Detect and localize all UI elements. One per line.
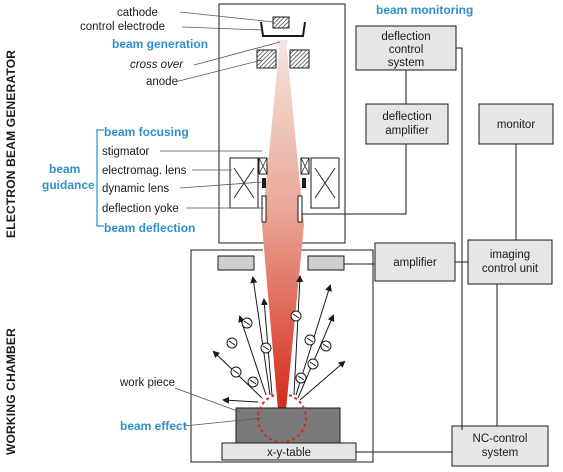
label-work-piece: work piece bbox=[119, 377, 175, 389]
label-beam-guidance-line2: guidance bbox=[42, 178, 95, 192]
detector-left bbox=[217, 255, 255, 271]
label-beam-generation: beam generation bbox=[112, 37, 208, 51]
imaging-line1: imaging bbox=[490, 249, 530, 261]
imaging-line2: control unit bbox=[482, 263, 539, 275]
deflection-control-line1: deflection bbox=[381, 31, 430, 43]
connection-lines bbox=[302, 47, 517, 453]
deflection-amplifier-line2: amplifier bbox=[385, 125, 429, 137]
beam-upper bbox=[277, 40, 288, 60]
deflection-control-line2: control bbox=[389, 44, 424, 56]
label-beam-monitoring: beam monitoring bbox=[376, 3, 473, 17]
beam-guidance-bracket bbox=[96, 129, 104, 227]
xy-table-label: x-y-table bbox=[267, 447, 311, 459]
label-control-electrode: control electrode bbox=[80, 21, 165, 33]
deflection-amplifier-box[interactable] bbox=[365, 103, 449, 145]
label-cross-over: cross over bbox=[130, 59, 184, 71]
monitor-label: monitor bbox=[497, 119, 536, 131]
imaging-control-unit-box[interactable] bbox=[467, 239, 553, 285]
label-electromag-lens: electromag. lens bbox=[102, 165, 187, 177]
amplifier-label: amplifier bbox=[393, 257, 437, 269]
label-stigmator: stigmator bbox=[102, 146, 149, 158]
label-electron-beam-generator: ELECTRON BEAM GENERATOR bbox=[4, 50, 18, 238]
label-beam-guidance-line1: beam bbox=[49, 162, 80, 176]
label-beam-deflection: beam deflection bbox=[104, 221, 195, 235]
anode bbox=[256, 49, 310, 69]
beam-effect-zone bbox=[257, 393, 307, 443]
work-piece bbox=[235, 407, 341, 444]
amplifier-box[interactable] bbox=[374, 242, 456, 282]
nc-line2: system bbox=[482, 447, 518, 459]
label-beam-focusing: beam focusing bbox=[104, 125, 189, 139]
cathode-assembly bbox=[260, 16, 306, 37]
dynamic-lens bbox=[262, 178, 306, 188]
label-beam-effect: beam effect bbox=[120, 419, 187, 433]
label-deflection-yoke: deflection yoke bbox=[102, 203, 179, 215]
deflection-amplifier-line1: deflection bbox=[382, 111, 431, 123]
label-anode: anode bbox=[146, 76, 178, 88]
detector-right bbox=[307, 255, 345, 271]
nc-control-system-box[interactable] bbox=[451, 425, 549, 467]
monitor-box[interactable] bbox=[478, 103, 554, 145]
working-chamber-housing bbox=[190, 249, 374, 463]
electron-symbols bbox=[226, 310, 332, 388]
deflection-control-line3: system bbox=[388, 57, 424, 69]
deflection-yoke bbox=[261, 195, 303, 223]
nc-line1: NC-control bbox=[473, 433, 528, 445]
leader-lines bbox=[160, 11, 281, 427]
label-cathode: cathode bbox=[117, 7, 158, 19]
label-dynamic-lens: dynamic lens bbox=[102, 183, 169, 195]
label-working-chamber: WORKING CHAMBER bbox=[4, 328, 18, 455]
